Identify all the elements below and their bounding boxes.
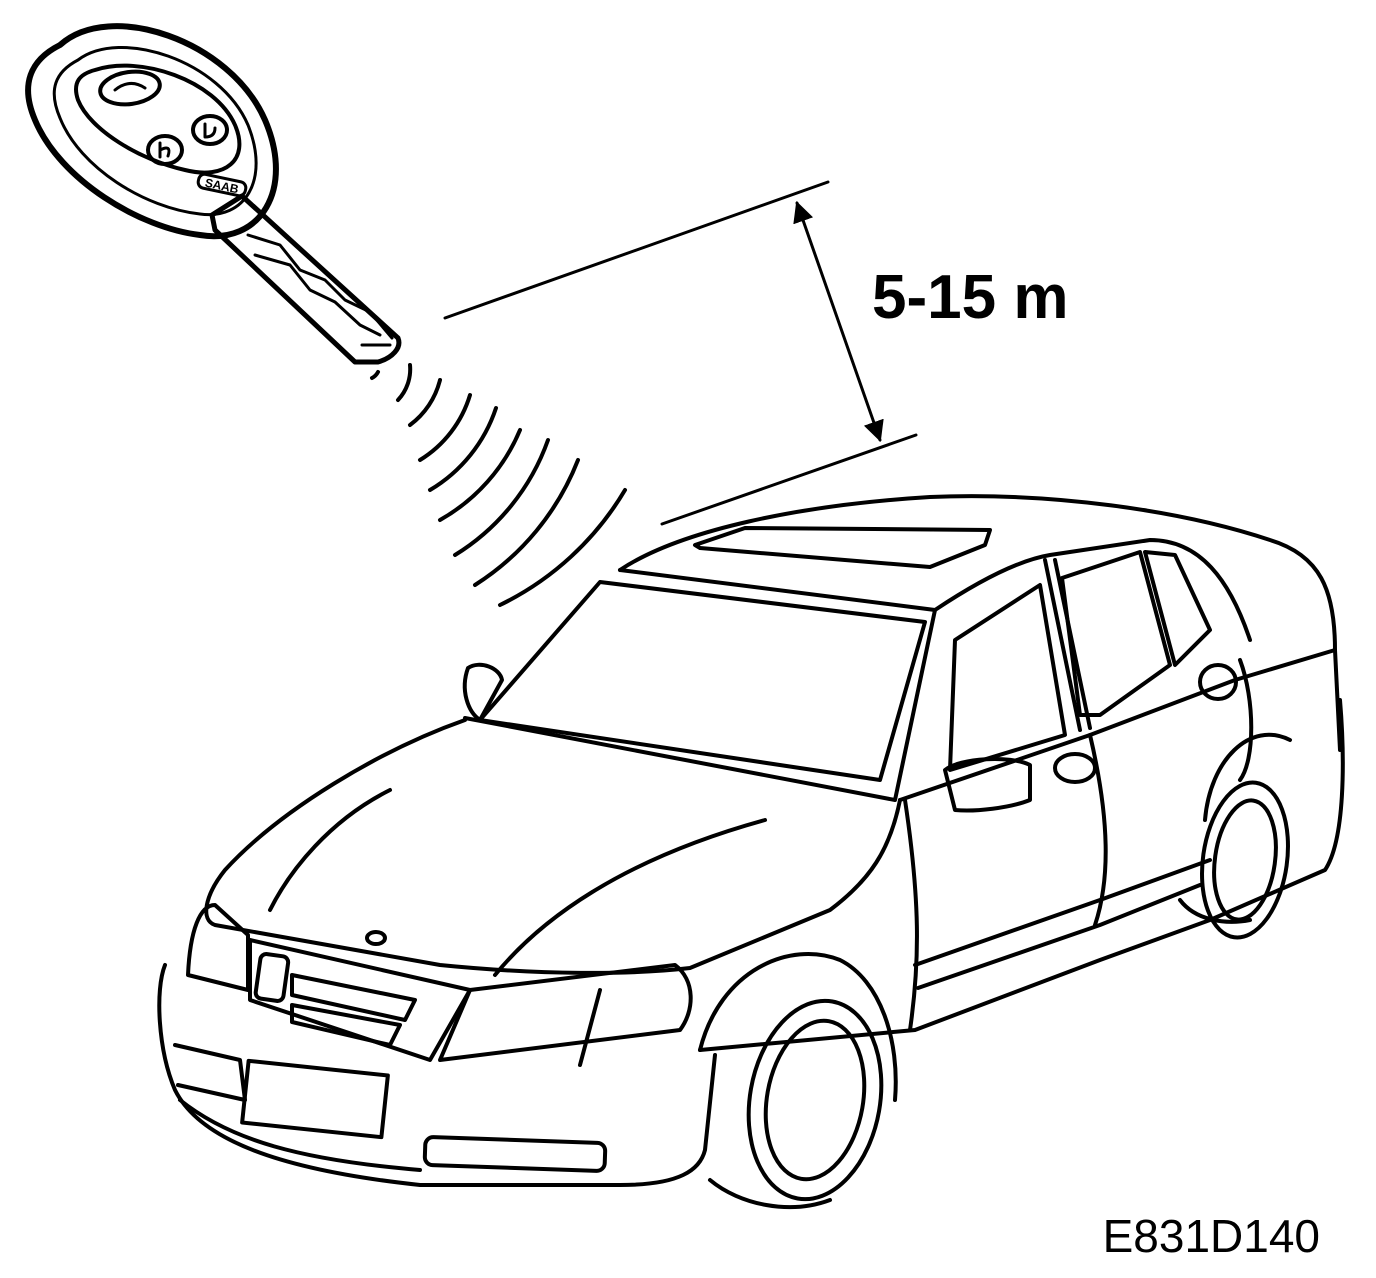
key-badge-text: SAAB <box>204 176 240 197</box>
range-label: 5-15 m <box>872 263 1068 332</box>
key-trunk-button-icon <box>191 114 229 146</box>
sunroof <box>693 526 992 569</box>
front-wheel-arch <box>698 952 898 1102</box>
range-indicator <box>443 180 918 526</box>
rear-wheel-arch <box>1203 732 1292 822</box>
sedan-car-icon <box>157 494 1345 1210</box>
grille <box>248 938 472 1062</box>
door-handle <box>1053 752 1097 784</box>
rear-door-window <box>1060 550 1172 717</box>
key-lock-button-icon <box>98 69 162 107</box>
figure-code: E831D140 <box>1103 1210 1320 1262</box>
front-wheel-icon <box>746 998 884 1202</box>
double-headed-arrow-icon <box>793 201 884 442</box>
license-plate <box>240 1058 390 1140</box>
key-unlock-button-icon <box>146 134 184 166</box>
front-bumper <box>157 963 717 1187</box>
fuel-cap <box>1198 663 1238 701</box>
hood <box>204 718 902 975</box>
fog-light <box>422 1135 608 1173</box>
front-door-window <box>948 583 1067 772</box>
rear-wheel-icon <box>1200 780 1290 940</box>
windshield <box>478 580 927 782</box>
rear-quarter-window <box>1143 550 1212 667</box>
remote-key-fob-icon: SAAB <box>25 23 402 365</box>
left-mirror-icon <box>462 662 504 722</box>
headlight-left <box>186 903 250 992</box>
headlight-right <box>438 963 693 1062</box>
radio-signal-waves-icon <box>370 363 627 607</box>
hood-emblem <box>365 930 387 946</box>
side-mirror-icon <box>943 756 1032 813</box>
